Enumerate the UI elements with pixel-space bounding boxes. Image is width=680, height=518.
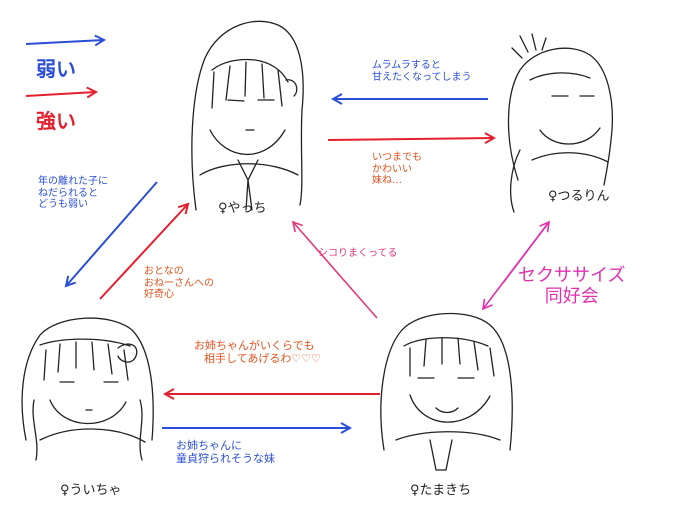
label-tsururin-to-yachi: ムラムラすると 甘えたくなってしまう <box>372 60 472 83</box>
arrow-yachi-to-tsururin <box>327 138 494 140</box>
tamakichi-sketch <box>380 312 513 471</box>
legend-weak-label: 弱い <box>36 57 76 81</box>
legend-strong-label: 強い <box>36 109 76 133</box>
name-uicha: ♀ういちゃ <box>60 483 122 498</box>
uicha-sketch <box>21 317 154 461</box>
arrow-yachi-to-uicha <box>66 181 158 286</box>
label-uicha-to-tamakichi: お姉ちゃんに 童貞狩られそうな妹 <box>176 439 275 465</box>
yachi-sketch <box>191 20 304 211</box>
name-tsururin: ♀つるりん <box>548 189 610 204</box>
arrow-tsururin-to-tamakichi <box>482 221 550 311</box>
arrow-uicha-to-yachi <box>99 204 188 300</box>
legend-weak-arrow <box>25 40 104 44</box>
label-tamakichi-to-uicha: お姉ちゃんがいくらでも 相手してあげるわ♡♡♡ <box>194 339 321 365</box>
name-yachi: ♀やっち <box>218 201 267 216</box>
arrow-tamakichi-to-yachi <box>291 220 378 319</box>
label-yachi-to-uicha: 年の離れた子に ねだられると どうも弱い <box>38 176 108 210</box>
legend-strong-arrow <box>25 92 96 96</box>
name-tamakichi: ♀たまきち <box>410 483 472 498</box>
label-tamakichi-to-yachi: シコりまくってる <box>318 248 398 259</box>
label-exercise-club: セクササイズ 同好会 <box>518 265 626 307</box>
label-yachi-to-tsururin: いつまでも かわいい 妹ね… <box>372 152 422 186</box>
tsururin-sketch <box>507 33 614 213</box>
label-uicha-to-yachi: おとなの おねーさんへの 好奇心 <box>144 266 214 300</box>
